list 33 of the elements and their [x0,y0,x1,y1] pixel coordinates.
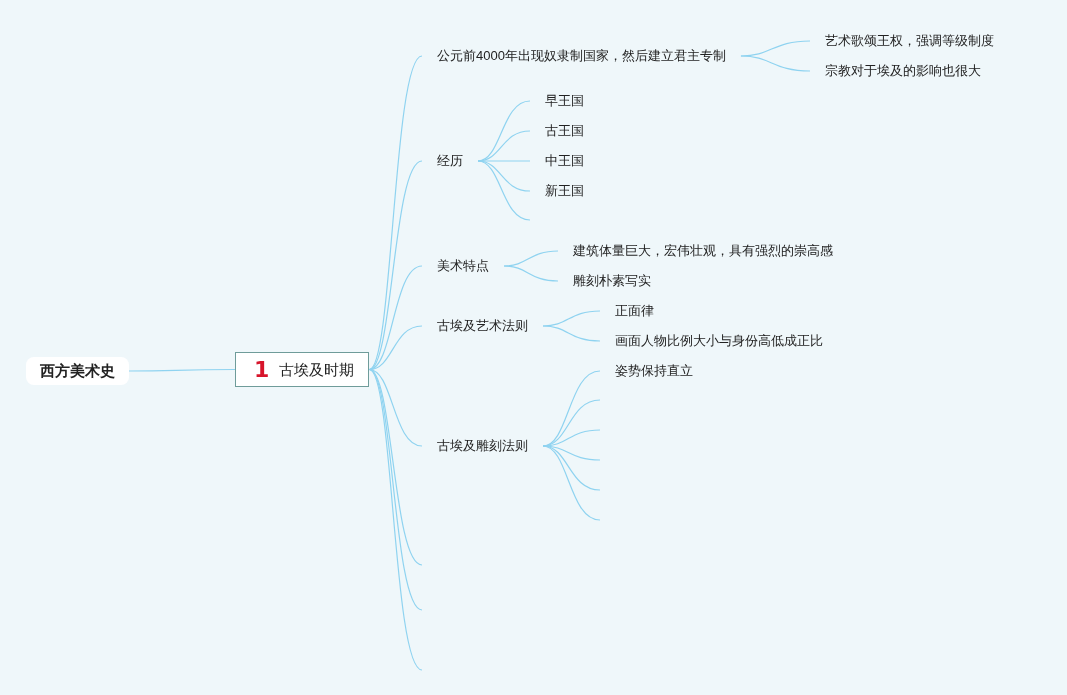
branch-line [542,310,601,327]
branch-line [368,368,423,671]
branch-line [368,55,423,371]
branch-topic: 美术特点 [422,256,504,276]
branch-topic: 正面律 [600,301,669,321]
branch-topic: 建筑体量巨大，宏伟壮观，具有强烈的崇高感 [558,241,848,261]
branch-topic: 艺术歌颂王权，强调等级制度 [810,31,1009,51]
priority-number: 1 [254,357,270,382]
branch-line [503,265,559,282]
branch-topic: 古埃及艺术法则 [422,316,543,336]
topic-label: 古埃及时期 [279,361,355,378]
branch-topic: 公元前4000年出现奴隶制国家，然后建立君主专制 [422,46,741,66]
branch-line [368,265,423,371]
branch-topic: 姿势保持直立 [600,361,708,381]
root-topic-box: 西方美术史 [26,357,129,385]
central-topic-box [235,352,370,387]
branch-line [128,368,236,372]
branch-line [542,445,601,521]
branch-topic: 经历 [422,151,478,171]
branch-topic: 新王国 [530,181,599,201]
branch-line [477,160,531,221]
branch-line [740,55,811,72]
branch-topic: 中王国 [530,151,599,171]
branch-topic: 画面人物比例大小与身份高低成正比 [600,331,838,351]
branch-topic: 雕刻朴素写实 [558,271,666,291]
branch-topic: 古埃及雕刻法则 [422,436,543,456]
branch-topic: 宗教对于埃及的影响也很大 [810,61,996,81]
branch-topic: 古王国 [530,121,599,141]
branch-line [477,160,531,192]
branch-line [542,325,601,342]
branch-topic: 早王国 [530,91,599,111]
branch-line [542,429,601,447]
branch-line [368,368,423,566]
